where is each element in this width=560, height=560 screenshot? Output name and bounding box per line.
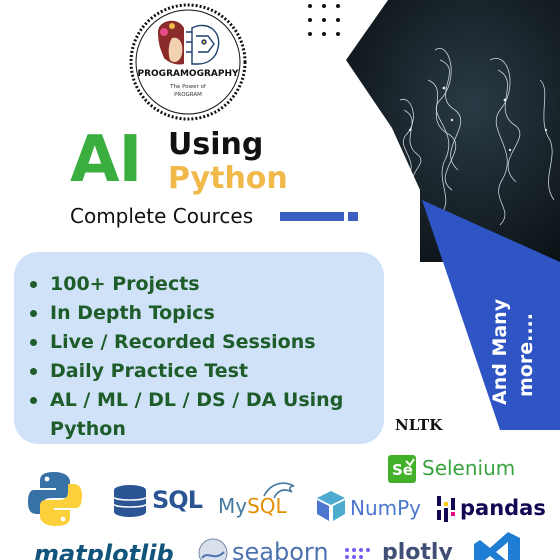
feature-item: 100+ Projects [30, 270, 343, 299]
plotly-label: plotly [382, 540, 453, 560]
brand-tagline-2: PROGRAM [174, 92, 202, 98]
course-subtitle: Complete Cources [70, 204, 254, 228]
mysql-my: My [218, 494, 248, 518]
pandas-label: pandas [460, 496, 546, 520]
numpy-label: NumPy [350, 496, 422, 520]
using-text: Using [168, 127, 264, 162]
nltk-label: NLTK [395, 416, 443, 434]
mysql-label: MySQL [218, 494, 287, 518]
database-icon [113, 485, 147, 517]
feature-item: Daily Practice Test [30, 357, 343, 386]
feature-item: In Depth Topics [30, 299, 343, 328]
selenium-label: Selenium [422, 456, 516, 480]
pandas-bars-icon [437, 496, 455, 522]
accent-bar-small [348, 212, 358, 221]
plotly-dots-icon [345, 548, 370, 559]
mysql-sql: SQL [247, 494, 287, 518]
feature-item: Live / Recorded Sessions [30, 328, 343, 357]
selenium-badge-text: Se [392, 461, 413, 479]
brand-tagline-1: The Power of [169, 84, 207, 90]
and-many-line1: And Many [489, 298, 511, 405]
accent-bar [280, 212, 344, 221]
feature-item-continued: Python [50, 418, 126, 440]
and-many-more-banner: And Many more.... [489, 298, 537, 405]
feature-list: 100+ Projects In Depth Topics Live / Rec… [30, 270, 343, 444]
human-face-icon [158, 20, 184, 65]
seaborn-label: seaborn [232, 538, 329, 560]
matplotlib-label: matplotlib [34, 540, 174, 560]
seaborn-icon [198, 538, 228, 560]
features-panel [14, 252, 384, 444]
and-many-line2: more.... [515, 313, 537, 397]
dolphin-icon [263, 482, 295, 499]
numpy-cube-icon [317, 491, 345, 521]
dots-decoration [308, 4, 340, 36]
selenium-icon: Se [388, 455, 416, 483]
brand-name: PROGRAMOGRAPHY [138, 69, 239, 79]
python-title: Python [168, 161, 288, 196]
python-logo-icon [28, 472, 82, 526]
programography-logo: PROGRAMOGRAPHY The Power of PROGRAM [129, 3, 247, 121]
vscode-icon [474, 532, 520, 560]
sql-label: SQL [152, 486, 203, 514]
ai-title: AI [70, 123, 142, 197]
feature-item: AL / ML / DL / DS / DA Using [30, 386, 343, 415]
robot-face-icon [186, 24, 220, 65]
